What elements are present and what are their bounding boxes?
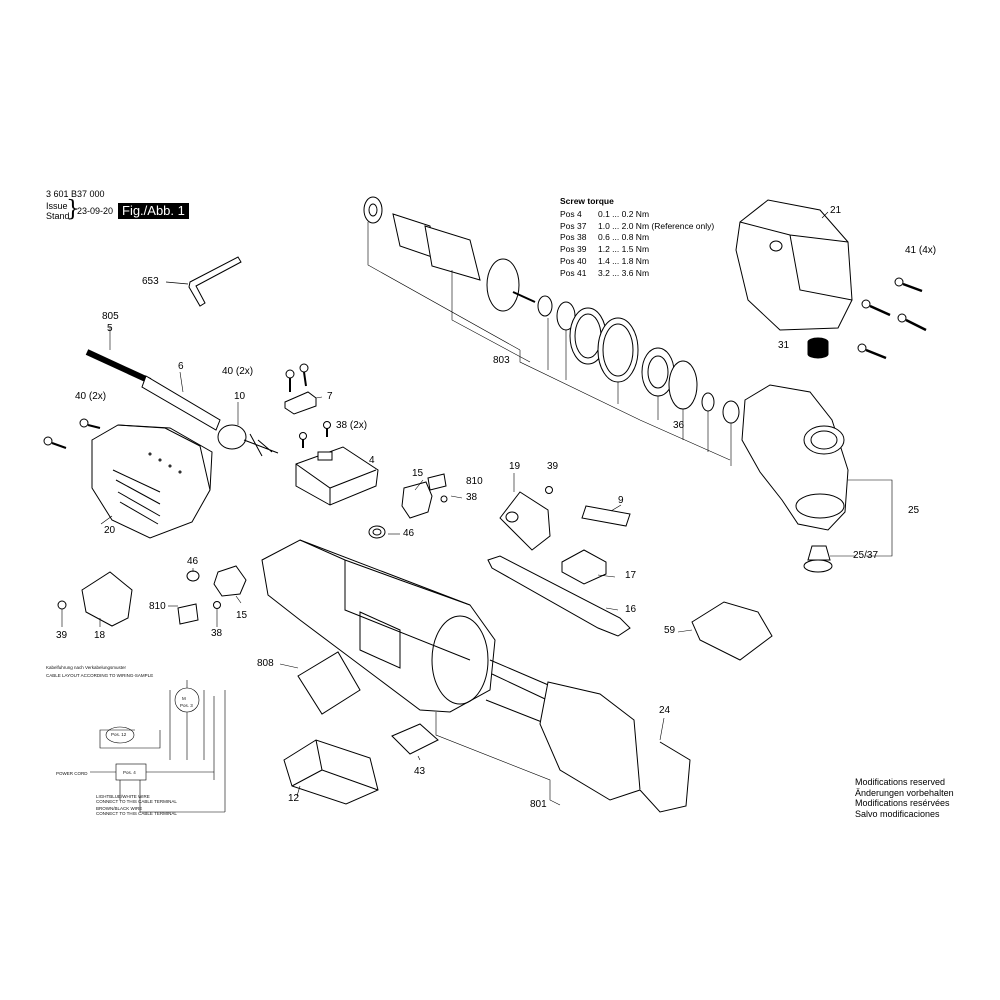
housing-shell-20 <box>91 424 213 539</box>
label-39-left: 39 <box>56 630 68 641</box>
spring-46 <box>368 525 386 539</box>
screws-38 <box>299 421 331 448</box>
hex-key-653 <box>165 256 242 307</box>
motor-housing-801 <box>261 539 691 813</box>
cover-21 <box>735 199 853 331</box>
label-15-left: 15 <box>236 610 248 621</box>
label-4: 4 <box>369 455 375 466</box>
issue-date: 23-09-20 <box>77 206 114 216</box>
label-20: 20 <box>104 525 116 536</box>
wiring-note-de: Kabelfuhrung nach Verkabelungsmuster <box>46 665 127 670</box>
lightblue-wire-instruction: CONNECT TO THIS CABLE TERMINAL <box>96 799 177 804</box>
switch-15 <box>401 473 448 519</box>
label-46-left: 46 <box>187 556 199 567</box>
slide-17 <box>561 549 607 585</box>
wiring-motor: M <box>182 696 186 701</box>
bracket-19 <box>499 491 551 551</box>
wiring-diagram <box>90 680 226 813</box>
modifications-fr: Modifications resérvées <box>855 798 950 808</box>
label-46-top: 46 <box>403 528 415 539</box>
label-36: 36 <box>673 420 685 431</box>
wiring-note-en: CABLE LAYOUT ACCORDING TO WIRING-SAMPLE <box>46 673 154 678</box>
label-21: 21 <box>830 205 842 216</box>
label-31: 31 <box>778 340 790 351</box>
label-17: 17 <box>625 570 637 581</box>
label-59: 59 <box>664 625 676 636</box>
switch-rod-16 <box>487 555 631 637</box>
wiring-pos4: Pos. 4 <box>123 770 136 775</box>
label-plate-9 <box>581 505 631 527</box>
insulating-plate-808 <box>297 651 361 715</box>
label-5: 5 <box>107 323 113 334</box>
gear-head-25 <box>741 384 893 573</box>
part-number: 3 601 B37 000 <box>46 189 105 199</box>
label-41-4x: 41 (4x) <box>905 245 937 256</box>
modifications-es: Salvo modificaciones <box>855 808 940 819</box>
label-810-top: 810 <box>466 476 483 487</box>
brown-wire-instruction: CONNECT TO THIS CABLE TERMINAL <box>96 811 177 816</box>
label-25-37: 25/37 <box>853 550 879 561</box>
label-18: 18 <box>94 630 106 641</box>
label-803: 803 <box>493 355 510 366</box>
brown-wire-label: BROWN/BLACK WIRE <box>96 806 143 811</box>
label-24: 24 <box>659 705 671 716</box>
label-9: 9 <box>618 495 624 506</box>
label-10: 10 <box>234 391 246 402</box>
clip-7 <box>284 391 323 415</box>
lightblue-wire-label: LIGHTBLUE/WHITE WIRE <box>96 794 150 799</box>
electronics-box-12 <box>283 739 379 805</box>
screw-torque-title: Screw torque <box>560 196 614 206</box>
label-43: 43 <box>414 766 426 777</box>
label-38-top: 38 <box>466 492 478 503</box>
shaft-assembly-5 <box>85 327 279 457</box>
screw-40-left <box>43 418 101 449</box>
label-7: 7 <box>327 391 333 402</box>
label-38-left: 38 <box>211 628 223 639</box>
label-808: 808 <box>257 658 274 669</box>
figure-tag: Fig./Abb. 1 <box>118 203 189 220</box>
screws-41 <box>857 277 927 360</box>
modifications-de: Änderungen vorbehalten <box>855 787 954 798</box>
header-brace: } <box>66 197 80 222</box>
label-12: 12 <box>288 793 300 804</box>
label-16: 16 <box>625 604 637 615</box>
label-6: 6 <box>178 361 184 372</box>
guard-59 <box>691 601 773 661</box>
label-25: 25 <box>908 505 920 516</box>
label-38-2x: 38 (2x) <box>336 420 368 431</box>
small-parts-left <box>57 565 247 627</box>
label-15-top: 15 <box>412 468 424 479</box>
wiring-pos3: Pos. 3 <box>180 703 193 708</box>
armature-803 <box>363 196 740 466</box>
label-19: 19 <box>509 461 521 472</box>
screw-39 <box>545 486 553 494</box>
power-cord-label: POWER CORD <box>56 771 88 776</box>
label-805: 805 <box>102 311 119 322</box>
label-40-2x-top: 40 (2x) <box>222 366 254 377</box>
modifications-en: Modifications reserved <box>855 777 946 787</box>
label-801: 801 <box>530 799 547 810</box>
modifications-note: Modifications reserved Änderungen vorbeh… <box>855 777 954 819</box>
electronics-module-4 <box>295 446 379 506</box>
label-39-top: 39 <box>547 461 559 472</box>
issue-label: Issue <box>46 201 68 211</box>
label-40-2x-left: 40 (2x) <box>75 391 107 402</box>
wiring-pos12: Pos. 12 <box>111 732 127 737</box>
label-810-left: 810 <box>149 601 166 612</box>
label-653: 653 <box>142 276 159 287</box>
pad-43 <box>391 723 439 755</box>
cap-31 <box>807 337 829 359</box>
leader-lines <box>61 473 693 797</box>
screws-40 <box>285 363 309 392</box>
stand-label: Stand <box>46 211 70 221</box>
